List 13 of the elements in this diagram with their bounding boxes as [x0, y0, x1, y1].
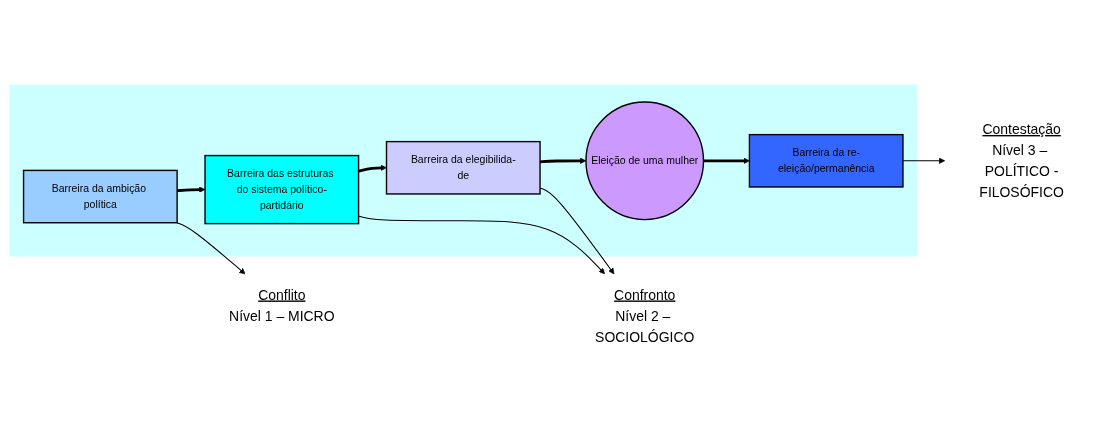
- node-box: Barreira da re-eleição/permanência: [748, 134, 904, 189]
- node-text: Confronto Nível 2 – SOCIOLÓGICO: [594, 287, 694, 345]
- arrow: [175, 222, 245, 275]
- node-circle: Eleição de uma mulher: [584, 101, 704, 221]
- cluster: [9, 84, 917, 257]
- node-text: Conflito Nível 1 – MICRO: [228, 287, 335, 324]
- node-text: Contestação Nível 3 – POLÍTICO -FILOSÓFICO: [978, 122, 1064, 201]
- arrow: [176, 186, 205, 194]
- node-box: Barreira da elegibilida-de: [385, 141, 541, 195]
- arrow: [539, 188, 614, 275]
- arrow: [539, 158, 586, 165]
- node-box: Barreira das estruturas do sistema político-partidário: [203, 155, 359, 225]
- node-box: Barreira da ambição política: [22, 170, 178, 224]
